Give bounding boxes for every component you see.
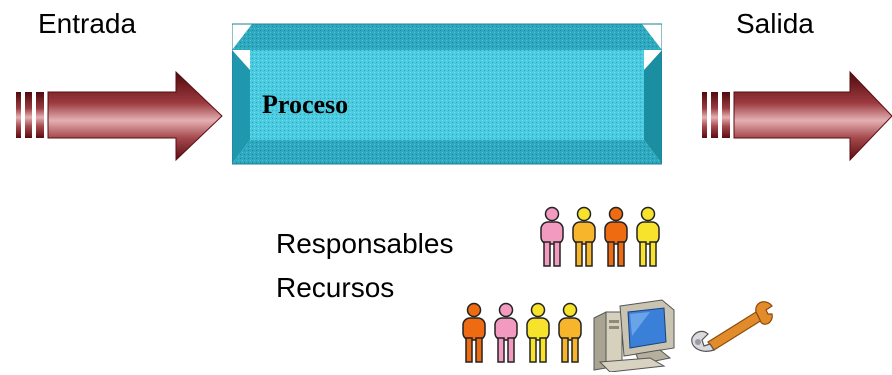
output-arrow	[702, 70, 892, 162]
recursos-label: Recursos	[276, 272, 395, 303]
computer-icon	[593, 299, 675, 372]
person-icon	[462, 302, 486, 363]
person-icon	[558, 302, 582, 363]
input-label: Entrada	[38, 8, 137, 39]
person-icon	[540, 206, 564, 267]
person-icon	[636, 206, 660, 267]
recursos-group	[460, 302, 584, 364]
process-label: Proceso	[262, 90, 349, 119]
person-icon	[494, 302, 518, 363]
output-label: Salida	[736, 8, 814, 39]
wrench-icon	[691, 301, 773, 352]
person-icon	[526, 302, 550, 363]
responsables-label: Responsables	[276, 228, 454, 259]
person-icon	[572, 206, 596, 267]
responsables-group	[538, 206, 662, 268]
input-arrow	[16, 70, 223, 162]
person-icon	[604, 206, 628, 267]
process-box	[232, 23, 662, 165]
